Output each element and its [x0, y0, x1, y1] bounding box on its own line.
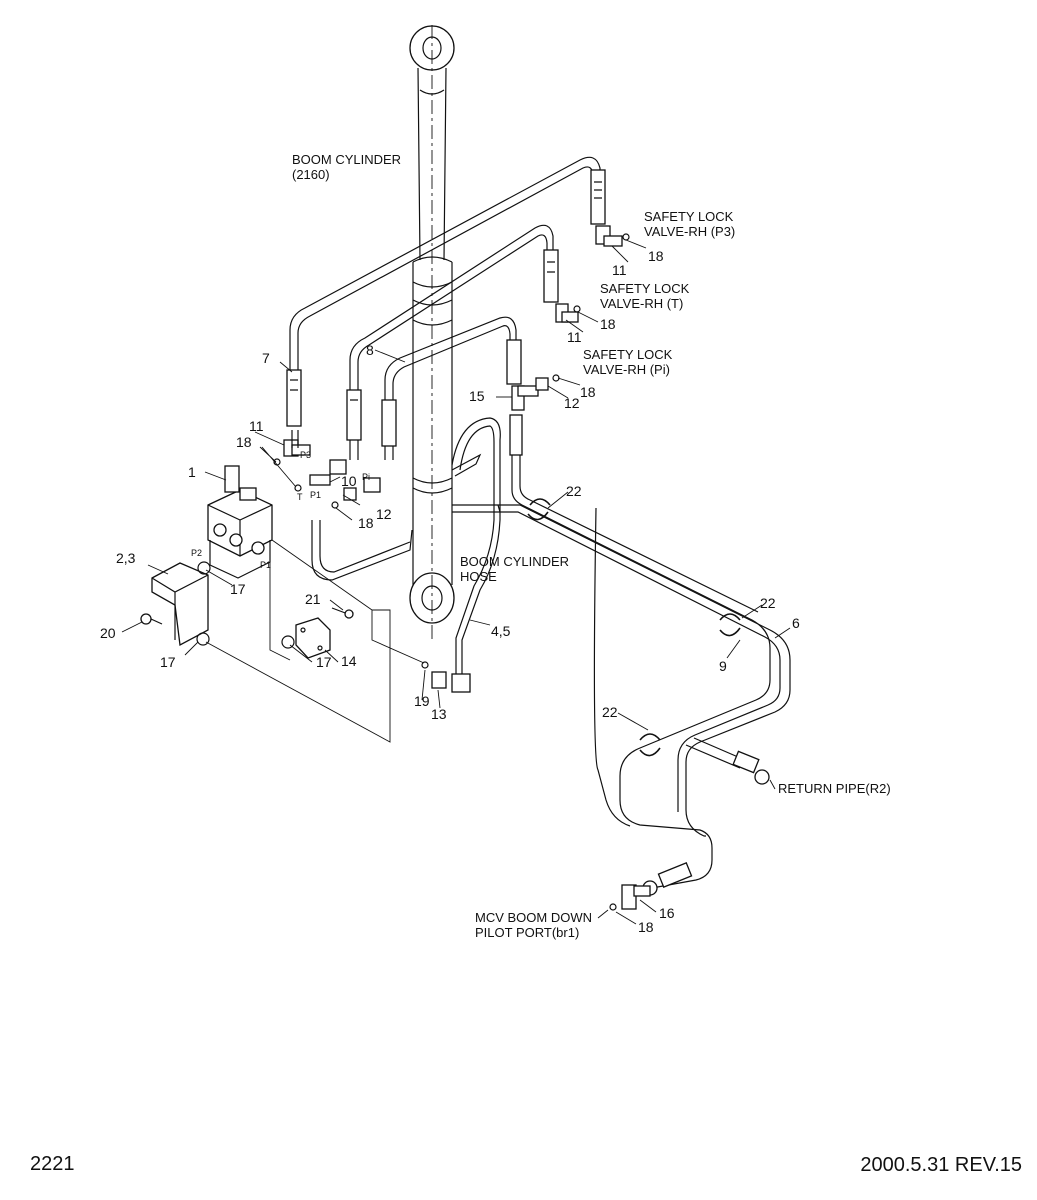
- part-number-14: 14: [341, 653, 357, 669]
- hose-7: [286, 156, 606, 427]
- clamps: [527, 498, 741, 757]
- callout-safety-lock-pi: SAFETY LOCK VALVE-RH (Pi): [583, 347, 673, 377]
- part-number-18-p3: 18: [648, 248, 664, 264]
- part-number-10: 10: [341, 473, 357, 489]
- part-number-11-t: 11: [567, 329, 582, 345]
- hose-pi: [381, 316, 522, 460]
- port-label-p2: P2: [191, 548, 202, 558]
- part-number-20: 20: [100, 625, 116, 641]
- callout-safety-lock-pi-line2: VALVE-RH (Pi): [583, 362, 670, 377]
- cylinder-bracket: [451, 453, 482, 477]
- fitting-p3: [595, 225, 630, 247]
- part-number-19: 19: [414, 693, 430, 709]
- part-number-1: 1: [188, 464, 196, 480]
- valve-fittings: [273, 430, 381, 509]
- plug-13: [421, 661, 447, 689]
- part-number-18-valve: 18: [236, 434, 252, 450]
- revision-stamp: 2000.5.31 REV.15: [860, 1154, 1022, 1176]
- leader-lines: [121, 239, 791, 925]
- callout-boom-cylinder-hose: BOOM CYLINDER HOSE: [460, 554, 569, 584]
- assembly-lines: [205, 539, 425, 743]
- part-number-18-pi: 18: [580, 384, 596, 400]
- fitting-t: [555, 303, 581, 323]
- part-numbers: 1 2,3 4,5 6 7 8 9 10 11 11 11 12 12 13 1…: [100, 248, 800, 935]
- part-number-6: 6: [792, 615, 800, 631]
- part-number-7: 7: [262, 350, 270, 366]
- part-number-18-t: 18: [600, 316, 616, 332]
- callout-safety-lock-pi-line1: SAFETY LOCK: [583, 347, 673, 362]
- bolt-20: [140, 613, 163, 625]
- callout-safety-lock-p3-line1: SAFETY LOCK: [644, 209, 734, 224]
- plate-14: [281, 617, 331, 659]
- block-2-3: [151, 561, 211, 647]
- part-number-2-3: 2,3: [116, 550, 136, 566]
- page-number: 2221: [30, 1153, 75, 1175]
- part-number-12-valve: 12: [376, 506, 392, 522]
- part-number-9: 9: [719, 658, 727, 674]
- port-label-p1-block: P1: [310, 490, 321, 500]
- callout-safety-lock-p3: SAFETY LOCK VALVE-RH (P3): [644, 209, 735, 239]
- part-number-4-5: 4,5: [491, 623, 511, 639]
- fitting-pi-tee: [509, 374, 560, 456]
- part-number-11-p3: 11: [612, 262, 627, 278]
- port-label-p1-valve: P1: [260, 560, 271, 570]
- boom-cylinder-hose: [451, 417, 501, 693]
- callout-safety-lock-t: SAFETY LOCK VALVE-RH (T): [600, 281, 690, 311]
- port-label-p3: P3: [300, 450, 311, 460]
- callout-mcv-boom-down-line2: PILOT PORT(br1): [475, 925, 579, 940]
- part-number-22-top: 22: [566, 483, 582, 499]
- callout-boom-cylinder-line1: BOOM CYLINDER: [292, 152, 401, 167]
- part-number-17-block: 17: [160, 654, 176, 670]
- fitting-16: [609, 884, 651, 911]
- part-number-12-pi: 12: [564, 395, 580, 411]
- part-number-13: 13: [431, 706, 447, 722]
- callout-boom-cylinder: BOOM CYLINDER (2160): [292, 152, 401, 182]
- part-number-8: 8: [366, 342, 374, 358]
- callout-safety-lock-t-line1: SAFETY LOCK: [600, 281, 690, 296]
- boom-cylinder: [409, 25, 455, 640]
- port-label-pi: Pi: [362, 472, 370, 482]
- callout-boom-cylinder-line2: (2160): [292, 167, 330, 182]
- callout-mcv-boom-down: MCV BOOM DOWN PILOT PORT(br1): [475, 910, 592, 940]
- part-number-15: 15: [469, 388, 485, 404]
- part-number-18-block: 18: [358, 515, 374, 531]
- part-number-22-middle: 22: [760, 595, 776, 611]
- callout-safety-lock-t-line2: VALVE-RH (T): [600, 296, 683, 311]
- part-number-18-mcv: 18: [638, 919, 654, 935]
- callout-boom-cylinder-hose-line2: HOSE: [460, 569, 497, 584]
- callout-boom-cylinder-hose-line1: BOOM CYLINDER: [460, 554, 569, 569]
- callout-safety-lock-p3-line2: VALVE-RH (P3): [644, 224, 735, 239]
- valve-block-1: [207, 465, 273, 579]
- part-number-17-plate: 17: [316, 654, 332, 670]
- callout-return-pipe: RETURN PIPE(R2): [778, 781, 891, 796]
- port-label-t: T: [297, 492, 303, 502]
- part-number-11-valve: 11: [249, 418, 264, 434]
- hose-8: [346, 224, 559, 460]
- bolt-21: [331, 607, 354, 619]
- part-number-16: 16: [659, 905, 675, 921]
- part-number-21: 21: [305, 591, 321, 607]
- callout-mcv-boom-down-line1: MCV BOOM DOWN: [475, 910, 592, 925]
- part-number-22-bottom: 22: [602, 704, 618, 720]
- part-number-17-valve: 17: [230, 581, 246, 597]
